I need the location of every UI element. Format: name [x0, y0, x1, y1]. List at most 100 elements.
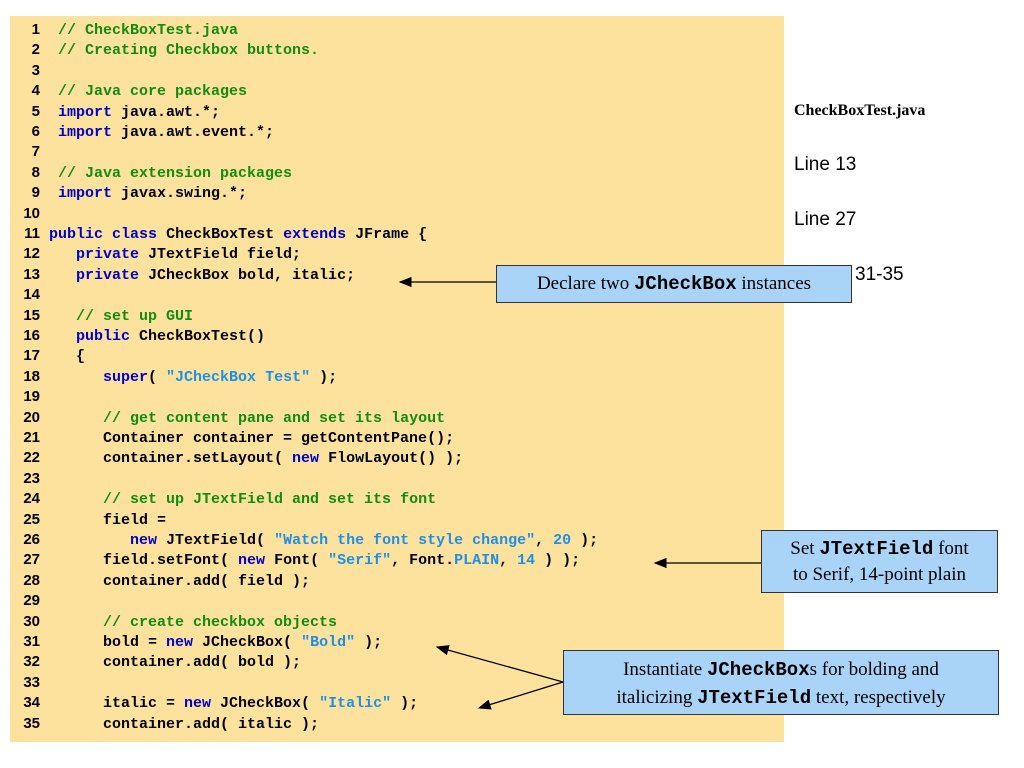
line-number: 13 — [23, 265, 40, 283]
code-text: field.setFont( new Font( "Serif", Font.P… — [40, 552, 581, 570]
line-number: 17 — [23, 347, 40, 365]
line-number: 7 — [31, 143, 40, 161]
code-text: italic = new JCheckBox( "Italic" ); — [40, 695, 419, 713]
code-text: Container container = getContentPane(); — [40, 430, 455, 447]
side-lines-31-35: 31-35 — [855, 264, 904, 285]
side-line-13: Line 13 — [794, 154, 857, 175]
code-line: 12 private JTextField field; — [10, 244, 301, 264]
line-number: 27 — [23, 551, 40, 569]
callout-line: to Serif, 14-point plain — [792, 564, 967, 585]
code-line: 10 — [10, 204, 40, 224]
line-number: 33 — [23, 673, 40, 691]
code-line: 19 — [10, 387, 40, 407]
callout-text: italicizing — [616, 687, 698, 708]
callout-instantiate-checkboxes: Instantiate JCheckBoxs for bolding and i… — [563, 650, 999, 715]
line-number: 10 — [23, 204, 40, 222]
line-number: 31 — [23, 633, 40, 650]
file-title: CheckBoxTest.java — [794, 102, 926, 119]
code-line: 13 private JCheckBox bold, italic; — [10, 265, 355, 285]
code-text: import javax.swing.*; — [58, 185, 248, 203]
line-number: 22 — [23, 449, 40, 467]
code-text: // Creating Checkbox buttons. — [58, 42, 320, 60]
line-number: 11 — [24, 225, 40, 242]
code-line: 4 // Java core packages — [10, 81, 247, 101]
code-line: 9 import javax.swing.*; — [10, 183, 247, 203]
code-line: 7 — [10, 142, 40, 162]
line-number: 15 — [23, 306, 40, 324]
line-number: 5 — [31, 102, 40, 120]
code-text: container.add( italic ); — [40, 715, 320, 733]
code-line: 26 new JTextField( "Watch the font style… — [10, 530, 598, 550]
code-line: 22 container.setLayout( new FlowLayout()… — [10, 448, 463, 468]
code-text: new JTextField( "Watch the font style ch… — [130, 532, 599, 549]
line-number: 16 — [23, 327, 40, 344]
code-text: { — [40, 348, 86, 366]
line-number: 23 — [23, 469, 40, 487]
code-line: 29 — [10, 591, 40, 611]
line-number: 28 — [23, 571, 40, 589]
line-number: 29 — [23, 592, 40, 610]
code-text: // get content pane and set its layout — [103, 409, 446, 427]
line-number: 1 — [31, 21, 40, 38]
code-line: 20 // get content pane and set its layou… — [10, 408, 445, 428]
code-line: 31 bold = new JCheckBox( "Bold" ); — [10, 632, 382, 652]
callout-text: instances — [736, 273, 812, 294]
line-number: 18 — [23, 367, 40, 385]
callout-text: Declare two — [536, 273, 635, 294]
code-line: 18 super( "JCheckBox Test" ); — [10, 367, 337, 387]
line-number: 26 — [23, 531, 40, 548]
code-line: 5 import java.awt.*; — [10, 102, 220, 122]
line-number: 12 — [23, 245, 40, 263]
code-line: 23 — [10, 469, 40, 489]
code-line: 27 field.setFont( new Font( "Serif", Fon… — [10, 550, 580, 570]
code-line: 8 // Java extension packages — [10, 163, 292, 183]
code-text: // Java core packages — [58, 83, 248, 101]
side-line-27: Line 27 — [794, 209, 857, 230]
code-line: 6 import java.awt.event.*; — [10, 122, 274, 142]
line-number: 32 — [23, 653, 40, 671]
callout-declare-checkboxes: Declare two JCheckBox instances — [496, 265, 852, 303]
code-line: 14 — [10, 285, 40, 305]
code-line: 17 { — [10, 346, 85, 366]
code-line: 15 // set up GUI — [10, 306, 193, 326]
line-number: 14 — [23, 286, 40, 304]
callout-text: text, respectively — [811, 687, 946, 708]
code-line: 1 // CheckBoxTest.java — [10, 20, 238, 40]
code-line: 34 italic = new JCheckBox( "Italic" ); — [10, 693, 418, 713]
callout-code: JTextField — [697, 687, 812, 709]
code-line: 32 container.add( bold ); — [10, 652, 301, 672]
code-text: private JTextField field; — [76, 246, 302, 264]
callout-text: s for bolding and — [809, 659, 939, 680]
line-number: 35 — [23, 714, 40, 732]
code-line: 25 field = — [10, 510, 166, 530]
callout-code: JTextField — [819, 538, 934, 560]
line-number: 21 — [23, 429, 40, 446]
code-text: // create checkbox objects — [103, 613, 338, 631]
callout-text: Set — [790, 538, 820, 559]
code-text: public CheckBoxTest() — [76, 328, 266, 345]
code-text: super( "JCheckBox Test" ); — [103, 368, 338, 386]
code-text: // set up JTextField and set its font — [103, 491, 437, 509]
line-number: 2 — [31, 41, 40, 59]
code-line: 3 — [10, 61, 40, 81]
code-text: private JCheckBox bold, italic; — [76, 266, 356, 284]
code-text: container.setLayout( new FlowLayout() ); — [40, 450, 464, 468]
callout-code: JCheckBox — [706, 659, 810, 681]
code-text: import java.awt.event.*; — [58, 124, 275, 141]
code-line: 11 public class CheckBoxTest extends JFr… — [10, 224, 427, 244]
code-text: public class CheckBoxTest extends JFrame… — [49, 226, 428, 243]
line-number: 8 — [31, 163, 40, 181]
line-number: 9 — [31, 184, 40, 202]
code-text: container.add( field ); — [40, 572, 311, 590]
code-line: 16 public CheckBoxTest() — [10, 326, 265, 346]
code-text: container.add( bold ); — [40, 654, 302, 672]
line-number: 20 — [23, 408, 40, 426]
code-text: import java.awt.*; — [58, 103, 221, 121]
code-line: 35 container.add( italic ); — [10, 714, 319, 734]
callout-text: font — [933, 538, 969, 559]
callout-line: Set JTextField font — [762, 536, 997, 562]
code-text: // CheckBoxTest.java — [58, 22, 239, 39]
line-number: 25 — [23, 510, 40, 528]
line-number: 4 — [31, 82, 40, 100]
